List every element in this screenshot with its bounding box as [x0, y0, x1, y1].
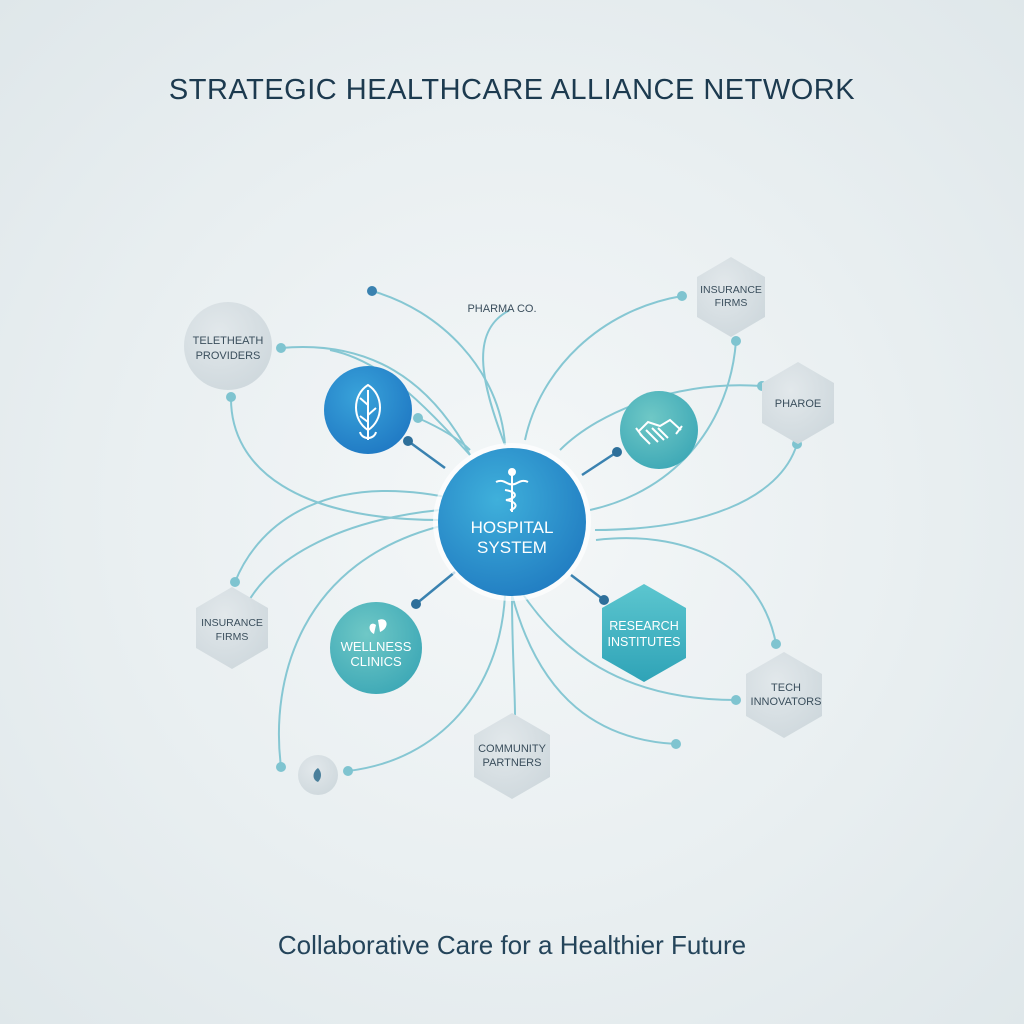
research-institutes-node: RESEARCH INSTITUTES: [602, 584, 686, 682]
dot: [413, 413, 423, 423]
link-insurance-top-down: [589, 340, 737, 511]
wellness-clinics-node: WELLNESS CLINICS: [330, 602, 422, 694]
link-small-node: [347, 594, 506, 772]
spoke-leaf: [407, 439, 446, 470]
pharoe-label: PHAROE: [775, 398, 821, 410]
leaves-icon: [369, 619, 387, 634]
research-label-line2: INSTITUTES: [608, 635, 681, 649]
small-leaf-icon: [313, 768, 321, 782]
dot: [343, 766, 353, 776]
link-left-bottom: [277, 524, 446, 768]
insurance-top-line2: FIRMS: [715, 297, 748, 309]
dot: [599, 595, 609, 605]
leaf-node: [324, 366, 412, 454]
insurance-left-line2: FIRMS: [216, 631, 249, 643]
link-tech-bottom: [519, 589, 737, 701]
link-pharma-left: [371, 290, 506, 446]
handshake-node: [620, 391, 698, 469]
dot: [276, 762, 286, 772]
dot: [276, 343, 286, 353]
dot: [671, 739, 681, 749]
connection-lines: [229, 290, 798, 772]
pharma-co-label: PHARMA CO.: [467, 303, 536, 315]
endpoint-dots: [226, 286, 802, 776]
center-label-line2: SYSTEM: [477, 538, 547, 557]
dot: [403, 436, 413, 446]
dot: [677, 291, 687, 301]
dot: [411, 599, 421, 609]
link-pharoe-down: [594, 443, 798, 531]
community-label-line2: PARTNERS: [483, 757, 542, 769]
spoke-wellness: [415, 571, 456, 605]
insurance-top-line1: INSURANCE: [700, 284, 762, 296]
dot: [367, 286, 377, 296]
diagram-title: STRATEGIC HEALTHCARE ALLIANCE NETWORK: [168, 74, 856, 106]
center-node-hospital-system: HOSPITAL SYSTEM: [433, 443, 591, 601]
wellness-label-line1: WELLNESS: [341, 639, 412, 654]
research-label-line1: RESEARCH: [609, 619, 678, 633]
link-community-center: [511, 594, 516, 716]
insurance-firms-left-node: INSURANCE FIRMS: [196, 587, 268, 669]
spoke-research: [570, 574, 605, 601]
link-community: [511, 594, 677, 745]
small-icon-node: [298, 755, 338, 795]
diagram-tagline: Collaborative Care for a Healthier Futur…: [277, 930, 747, 960]
caduceus-icon: [495, 468, 529, 512]
link-wide-left: [239, 509, 441, 621]
pharoe-node: PHAROE: [762, 362, 834, 444]
wellness-label-line2: CLINICS: [350, 654, 402, 669]
community-label-line1: COMMUNITY: [478, 743, 546, 755]
tech-innovators-node: TECH INNOVATORS: [746, 652, 822, 738]
dot: [731, 695, 741, 705]
dot: [226, 392, 236, 402]
tech-label-line2: INNOVATORS: [751, 696, 822, 708]
dot: [771, 639, 781, 649]
telehealth-label-line2: PROVIDERS: [196, 350, 261, 362]
center-label-line1: HOSPITAL: [471, 518, 554, 537]
telehealth-providers-node: TELETHEATH PROVIDERS: [184, 302, 272, 390]
insurance-firms-top-node: INSURANCE FIRMS: [697, 257, 765, 337]
dot: [731, 336, 741, 346]
link-telehealth: [280, 346, 471, 456]
insurance-left-line1: INSURANCE: [201, 617, 263, 629]
dot: [230, 577, 240, 587]
link-insurance-left: [234, 490, 461, 583]
community-partners-node: COMMUNITY PARTNERS: [474, 713, 550, 799]
handshake-icon: [635, 418, 683, 445]
link-tech: [595, 537, 777, 645]
tech-label-line1: TECH: [771, 682, 801, 694]
dot: [612, 447, 622, 457]
spoke-handshake: [581, 450, 618, 477]
telehealth-label-line1: TELETHEATH: [193, 335, 264, 347]
link-pharma-right: [482, 309, 511, 446]
link-insurance-top: [524, 295, 683, 441]
spokes: [407, 439, 618, 605]
leaf-icon: [355, 383, 381, 440]
